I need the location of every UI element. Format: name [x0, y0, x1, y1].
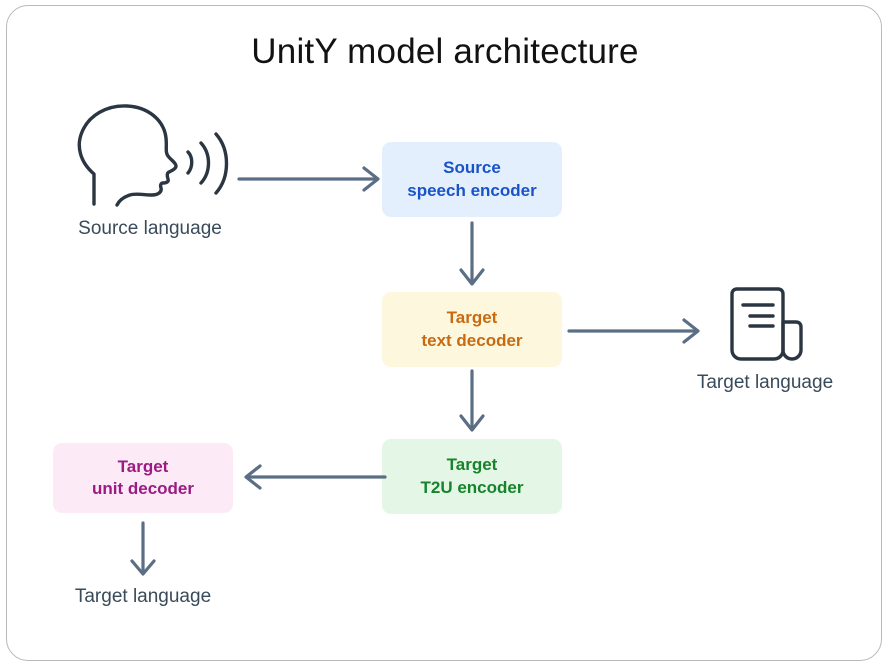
speaking-head-icon — [66, 100, 236, 210]
node-target-unit-decoder-line1: Target — [117, 456, 169, 476]
node-target-text-decoder-line1: Target — [446, 308, 498, 328]
arrow-t2u-encoder-to-unit-decoder — [238, 460, 388, 494]
label-target-language-text: Target language — [696, 372, 834, 393]
node-target-text-decoder[interactable]: Target text decoder — [382, 292, 562, 367]
node-target-text-decoder-line2: text decoder — [421, 330, 523, 350]
label-target-language-speech: Target language — [74, 586, 212, 607]
node-target-t2u-encoder-line1: Target — [446, 455, 498, 475]
node-target-unit-decoder[interactable]: Target unit decoder — [53, 443, 233, 513]
arrow-encoder-to-text-decoder — [452, 220, 492, 292]
page-title: UnitY model architecture — [251, 32, 639, 71]
node-source-speech-encoder[interactable]: Source speech encoder — [382, 142, 562, 217]
node-source-speech-encoder-line1: Source — [443, 158, 501, 178]
arrow-head-to-encoder — [236, 162, 386, 196]
node-target-t2u-encoder[interactable]: Target T2U encoder — [382, 439, 562, 514]
node-source-speech-encoder-line2: speech encoder — [407, 180, 537, 200]
label-source-language: Source language — [78, 218, 222, 239]
node-target-unit-decoder-line2: unit decoder — [91, 479, 194, 498]
document-icon — [720, 284, 810, 364]
node-target-t2u-encoder-line2: T2U encoder — [420, 477, 524, 497]
arrow-text-decoder-to-t2u-encoder — [452, 368, 492, 438]
arrow-unit-decoder-to-output — [123, 520, 163, 582]
arrow-text-decoder-to-document — [566, 314, 706, 348]
